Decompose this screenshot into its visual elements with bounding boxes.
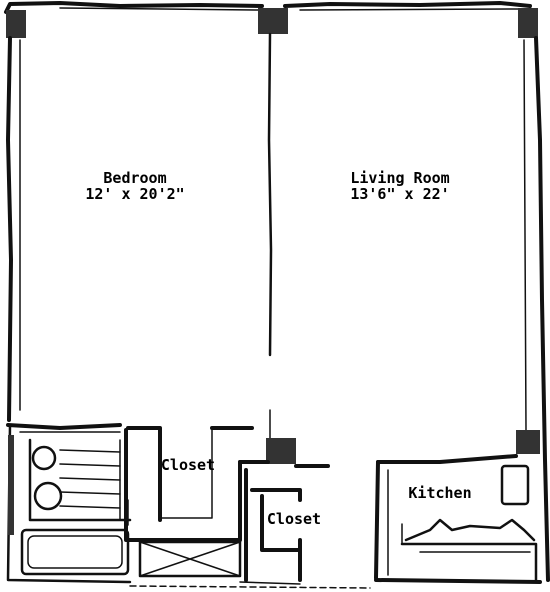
closet-2-label: Closet xyxy=(266,510,322,528)
closet-1-label: Closet xyxy=(160,456,216,474)
bedroom-name: Bedroom xyxy=(103,169,167,187)
living-room-label: Living Room 13'6" x 22' xyxy=(340,170,460,202)
kitchen-label: Kitchen xyxy=(408,484,472,502)
left-wall xyxy=(6,36,21,422)
chase-box xyxy=(138,540,242,578)
right-wall xyxy=(523,36,550,582)
sink-fixture xyxy=(31,445,57,471)
center-partition xyxy=(267,32,273,441)
left-hatch xyxy=(8,435,14,535)
closet-2-walls xyxy=(238,438,330,585)
center-column xyxy=(266,438,296,464)
living-room-name: Living Room xyxy=(350,169,450,187)
top-wall xyxy=(4,1,538,38)
right-column xyxy=(516,430,540,454)
top-center-column xyxy=(258,8,288,34)
top-left-column xyxy=(6,10,26,38)
top-right-column xyxy=(518,8,538,38)
bottom-edge xyxy=(129,585,371,589)
closet-1-walls xyxy=(124,426,254,578)
bedroom-dimensions: 12' x 20'2" xyxy=(85,185,185,203)
bedroom-label: Bedroom 12' x 20'2" xyxy=(80,170,190,202)
toilet-fixture xyxy=(33,481,63,511)
kitchen-walls xyxy=(374,430,542,584)
refrigerator xyxy=(500,464,530,506)
bath-closet-block xyxy=(6,423,132,584)
bathtub xyxy=(20,528,130,576)
living-room-dimensions: 13'6" x 22' xyxy=(350,185,450,203)
